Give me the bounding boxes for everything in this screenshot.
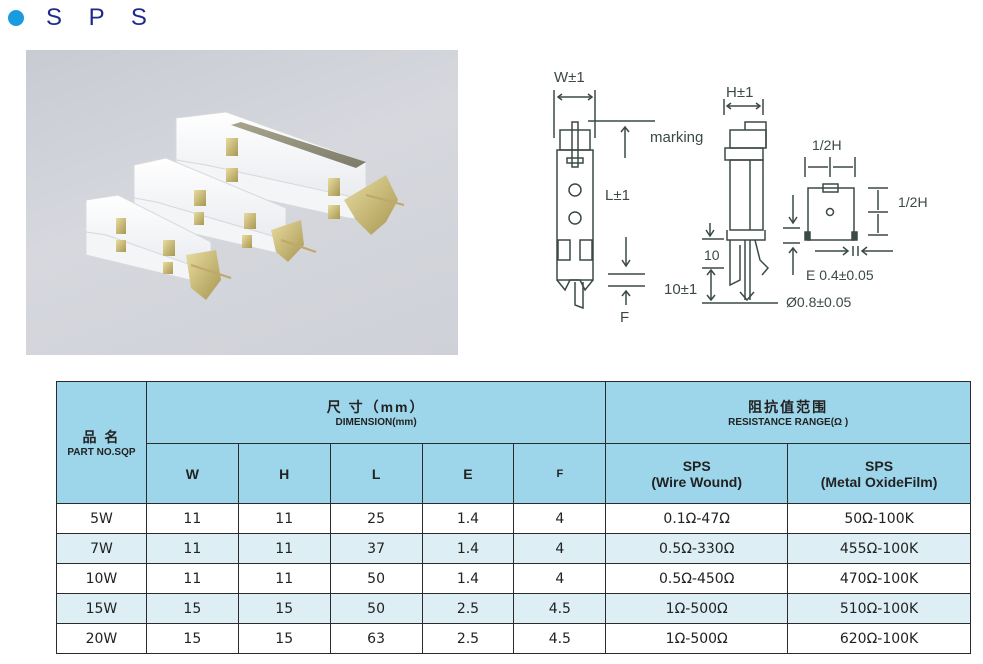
cell-metal-oxide: 620Ω-100K — [787, 623, 971, 654]
cell-h: 15 — [237, 593, 331, 624]
product-photo — [26, 50, 458, 355]
cell-metal-oxide: 455Ω-100K — [787, 533, 971, 564]
svg-text:E 0.4±0.05: E 0.4±0.05 — [806, 267, 874, 283]
cell-part: 10W — [56, 563, 147, 594]
col-metal-oxide-line2: (Metal OxideFilm) — [820, 473, 938, 490]
cell-part: 5W — [56, 503, 147, 534]
dimension-drawing: W±1 marking L±1 F H±1 — [520, 60, 960, 350]
svg-text:1/2H: 1/2H — [812, 137, 842, 153]
cell-part: 20W — [56, 623, 147, 654]
cell-h: 15 — [237, 623, 331, 654]
col-wire-wound: SPS (Wire Wound) — [605, 443, 789, 504]
cell-wire-wound: 0.5Ω-450Ω — [605, 563, 789, 594]
cell-l: 50 — [329, 563, 423, 594]
col-metal-oxide: SPS (Metal OxideFilm) — [787, 443, 971, 504]
col-e: E — [421, 443, 515, 504]
cell-wire-wound: 0.1Ω-47Ω — [605, 503, 789, 534]
cell-e: 1.4 — [421, 503, 515, 534]
svg-text:H±1: H±1 — [726, 84, 753, 101]
table-row: 10W 11 11 50 1.4 4 0.5Ω-450Ω 470Ω-100K — [56, 563, 971, 594]
cell-e: 2.5 — [421, 593, 515, 624]
cell-l: 25 — [329, 503, 423, 534]
cell-f: 4 — [513, 563, 607, 594]
table-row: 7W 11 11 37 1.4 4 0.5Ω-330Ω 455Ω-100K — [56, 533, 971, 564]
svg-text:10: 10 — [704, 247, 720, 263]
svg-text:marking: marking — [650, 129, 703, 146]
col-w: W — [145, 443, 239, 504]
svg-text:Ø0.8±0.05: Ø0.8±0.05 — [786, 294, 851, 310]
cell-h: 11 — [237, 563, 331, 594]
cell-wire-wound: 1Ω-500Ω — [605, 593, 789, 624]
cell-h: 11 — [237, 503, 331, 534]
table-row: 20W 15 15 63 2.5 4.5 1Ω-500Ω 620Ω-100K — [56, 623, 971, 654]
cell-e: 1.4 — [421, 563, 515, 594]
svg-text:1/2H: 1/2H — [898, 194, 928, 210]
part-header-cn: 品 名 — [82, 429, 121, 445]
cell-metal-oxide: 50Ω-100K — [787, 503, 971, 534]
part-header-en: PART NO.SQP — [67, 447, 136, 458]
cell-part: 7W — [56, 533, 147, 564]
cell-l: 50 — [329, 593, 423, 624]
cell-f: 4.5 — [513, 623, 607, 654]
cell-f: 4.5 — [513, 593, 607, 624]
section-title: S P S — [8, 4, 157, 32]
cell-f: 4 — [513, 503, 607, 534]
dimension-header: 尺 寸（mm） DIMENSION(mm) — [145, 381, 607, 444]
table-row: 5W 11 11 25 1.4 4 0.1Ω-47Ω 50Ω-100K — [56, 503, 971, 534]
resistance-header-en: RESISTANCE RANGE(Ω ) — [728, 417, 849, 428]
svg-text:W±1: W±1 — [554, 69, 585, 86]
cell-e: 1.4 — [421, 533, 515, 564]
cell-wire-wound: 1Ω-500Ω — [605, 623, 789, 654]
cell-w: 15 — [145, 593, 239, 624]
cell-metal-oxide: 470Ω-100K — [787, 563, 971, 594]
cell-w: 11 — [145, 563, 239, 594]
cell-wire-wound: 0.5Ω-330Ω — [605, 533, 789, 564]
cell-part: 15W — [56, 593, 147, 624]
cell-e: 2.5 — [421, 623, 515, 654]
part-header: 品 名 PART NO.SQP — [56, 381, 147, 504]
cell-f: 4 — [513, 533, 607, 564]
cell-metal-oxide: 510Ω-100K — [787, 593, 971, 624]
dimension-header-en: DIMENSION(mm) — [335, 417, 417, 428]
bullet-icon — [8, 10, 24, 26]
resistor-photo-illustration — [85, 111, 405, 300]
cell-w: 15 — [145, 623, 239, 654]
cell-w: 11 — [145, 533, 239, 564]
col-wire-wound-line2: (Wire Wound) — [651, 473, 742, 490]
resistance-header: 阻抗值范围 RESISTANCE RANGE(Ω ) — [605, 381, 971, 444]
col-f: F — [513, 443, 607, 504]
cell-w: 11 — [145, 503, 239, 534]
cell-l: 63 — [329, 623, 423, 654]
svg-text:F: F — [620, 309, 629, 326]
cell-h: 11 — [237, 533, 331, 564]
col-metal-oxide-line1: SPS — [865, 457, 894, 474]
col-h: H — [237, 443, 331, 504]
cell-l: 37 — [329, 533, 423, 564]
svg-text:L±1: L±1 — [605, 187, 630, 204]
table-row: 15W 15 15 50 2.5 4.5 1Ω-500Ω 510Ω-100K — [56, 593, 971, 624]
resistance-header-cn: 阻抗值范围 — [748, 399, 829, 415]
svg-text:10±1: 10±1 — [664, 281, 697, 298]
spec-table: 品 名 PART NO.SQP 尺 寸（mm） DIMENSION(mm) 阻抗… — [56, 381, 971, 654]
dimension-header-cn: 尺 寸（mm） — [326, 399, 426, 415]
col-l: L — [329, 443, 423, 504]
col-wire-wound-line1: SPS — [682, 457, 711, 474]
title-text: S P S — [46, 4, 157, 31]
